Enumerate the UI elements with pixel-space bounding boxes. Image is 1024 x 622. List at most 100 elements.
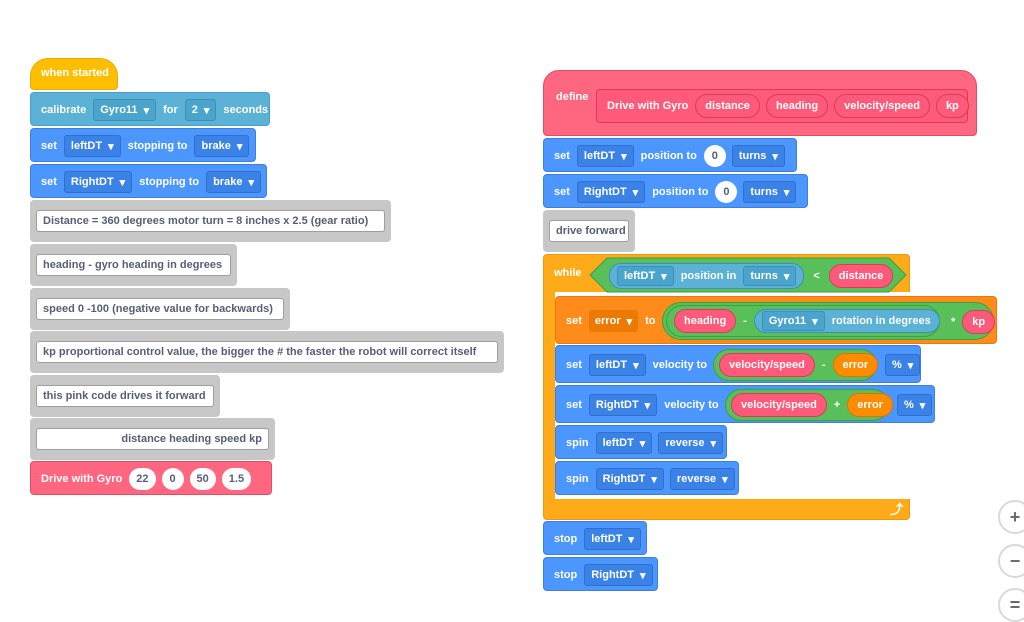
comment-block[interactable]: speed 0 -100 (negative value for backwar… (30, 288, 290, 330)
comment-text[interactable]: kp proportional control value, the bigge… (36, 341, 498, 363)
rotation-label: rotation in degrees (831, 315, 931, 327)
param-kp[interactable]: kp (962, 310, 996, 334)
motor-dropdown[interactable]: leftDT (595, 432, 653, 454)
multiply-symbol: * (951, 316, 956, 328)
param-velocity-speed[interactable]: velocity/speed (719, 353, 815, 377)
unit-dropdown[interactable]: turns (731, 145, 785, 167)
comment-text[interactable]: distance heading speed kp (36, 428, 269, 450)
unit-dropdown[interactable]: turns (743, 181, 797, 203)
brake-mode-dropdown[interactable]: brake (194, 135, 250, 157)
zoom-reset-icon: = (1009, 594, 1021, 615)
motor-dropdown[interactable]: RightDT (63, 171, 133, 193)
set-left-stopping-block[interactable]: set leftDT stopping to brake (30, 128, 256, 162)
set-label: set (41, 140, 57, 152)
stop-right-block[interactable]: stop RightDT (543, 557, 658, 591)
motor-dropdown[interactable]: RightDT (595, 468, 664, 490)
stop-left-block[interactable]: stop leftDT (543, 521, 647, 555)
gyro-rotation-reporter[interactable]: Gyro11 rotation in degrees (753, 309, 940, 333)
while-label: while (554, 267, 582, 279)
param-heading[interactable]: heading (765, 94, 829, 118)
speed-arg[interactable]: 50 (189, 468, 216, 490)
direction-dropdown[interactable]: reverse (669, 468, 735, 490)
seconds-value-dropdown[interactable]: 2 (184, 99, 217, 121)
subtract-operator[interactable]: velocity/speed - error (713, 349, 879, 381)
motor-dropdown[interactable]: leftDT (63, 135, 121, 157)
motor-dropdown[interactable]: RightDT (588, 394, 658, 416)
set-right-stopping-block[interactable]: set RightDT stopping to brake (30, 164, 267, 198)
to-label: to (645, 315, 656, 327)
position-reporter[interactable]: leftDT position in turns (609, 263, 805, 289)
set-left-position-block[interactable]: set leftDT position to 0 turns (543, 138, 797, 172)
percent-unit-dropdown[interactable]: % (885, 354, 921, 376)
minus-operator: - (743, 315, 747, 327)
param-velocity-speed[interactable]: velocity/speed (731, 393, 827, 417)
set-left-velocity-block[interactable]: set leftDT velocity to velocity/speed - … (555, 345, 921, 383)
spin-label: spin (566, 437, 589, 449)
percent-unit-dropdown[interactable]: % (897, 394, 933, 416)
plus-operator: + (833, 399, 841, 411)
position-value[interactable]: 0 (715, 181, 738, 203)
hat-label: when started (41, 67, 109, 79)
comment-block[interactable]: heading - gyro heading in degrees (30, 244, 237, 286)
variable-dropdown[interactable]: error (588, 310, 639, 332)
motor-dropdown[interactable]: leftDT (584, 528, 641, 550)
velocity-to-label: velocity to (664, 399, 719, 411)
comment-block[interactable]: kp proportional control value, the bigge… (30, 331, 504, 373)
motor-dropdown[interactable]: leftDT (617, 266, 674, 286)
spin-left-block[interactable]: spin leftDT reverse (555, 425, 727, 459)
set-error-block[interactable]: set error to heading - Gyro11 rotation i… (555, 296, 997, 344)
param-heading[interactable]: heading (674, 309, 737, 333)
minus-operator: - (821, 359, 826, 371)
zoom-reset-button[interactable]: = (998, 588, 1024, 622)
position-value[interactable]: 0 (703, 145, 726, 167)
distance-arg[interactable]: 22 (129, 468, 156, 490)
set-label: set (566, 315, 582, 327)
set-right-position-block[interactable]: set RightDT position to 0 turns (543, 174, 808, 208)
set-label: set (566, 399, 582, 411)
direction-dropdown[interactable]: reverse (658, 432, 724, 454)
add-operator[interactable]: velocity/speed + error (725, 389, 893, 421)
multiply-operator[interactable]: heading - Gyro11 rotation in degrees * k… (662, 302, 996, 340)
zoom-out-button[interactable]: − (998, 544, 1024, 578)
comment-block[interactable]: Distance = 360 degrees motor turn = 8 in… (30, 200, 391, 242)
comment-text[interactable]: heading - gyro heading in degrees (36, 254, 231, 276)
motor-dropdown[interactable]: RightDT (576, 181, 646, 203)
motor-dropdown[interactable]: leftDT (588, 354, 646, 376)
comment-text[interactable]: drive forward (549, 220, 629, 242)
define-block[interactable]: define Drive with Gyro distance heading … (543, 70, 977, 136)
set-right-velocity-block[interactable]: set RightDT velocity to velocity/speed +… (555, 385, 935, 423)
param-velocity-speed[interactable]: velocity/speed (834, 94, 930, 118)
comment-block[interactable]: distance heading speed kp (30, 418, 275, 460)
param-kp[interactable]: kp (935, 94, 969, 118)
calibrate-block[interactable]: calibrate Gyro11 for 2 seconds (30, 92, 270, 126)
motor-dropdown[interactable]: leftDT (576, 145, 634, 167)
error-variable[interactable]: error (847, 393, 893, 417)
comment-text[interactable]: speed 0 -100 (negative value for backwar… (36, 298, 284, 320)
subtract-operator[interactable]: heading - Gyro11 rotation in degrees (666, 305, 940, 337)
when-started-block[interactable]: when started (30, 58, 118, 90)
motor-dropdown[interactable]: RightDT (584, 564, 653, 586)
gyro-dropdown[interactable]: Gyro11 (93, 99, 157, 121)
drive-with-gyro-call-block[interactable]: Drive with Gyro 22 0 50 1.5 (30, 461, 272, 495)
set-label: set (566, 359, 582, 371)
brake-mode-dropdown[interactable]: brake (206, 171, 261, 193)
error-variable[interactable]: error (832, 353, 879, 377)
zoom-in-icon: + (1009, 506, 1021, 527)
comment-block[interactable]: drive forward (543, 210, 635, 252)
while-condition-content: leftDT position in turns < distance (606, 263, 896, 289)
zoom-in-button[interactable]: + (998, 500, 1024, 534)
kp-arg[interactable]: 1.5 (221, 468, 252, 490)
stopping-to-label: stopping to (127, 140, 188, 152)
gyro-dropdown[interactable]: Gyro11 (761, 311, 825, 331)
param-distance[interactable]: distance (828, 264, 894, 288)
heading-arg[interactable]: 0 (161, 468, 184, 490)
position-in-label: position in (680, 270, 737, 282)
position-to-label: position to (652, 186, 709, 198)
comment-text[interactable]: this pink code drives it forward (36, 385, 214, 407)
comment-block[interactable]: this pink code drives it forward (30, 375, 220, 417)
spin-right-block[interactable]: spin RightDT reverse (555, 461, 739, 495)
comment-text[interactable]: Distance = 360 degrees motor turn = 8 in… (36, 210, 385, 232)
param-distance[interactable]: distance (695, 94, 760, 118)
unit-dropdown[interactable]: turns (743, 266, 797, 286)
define-prototype[interactable]: Drive with Gyro distance heading velocit… (596, 89, 969, 123)
